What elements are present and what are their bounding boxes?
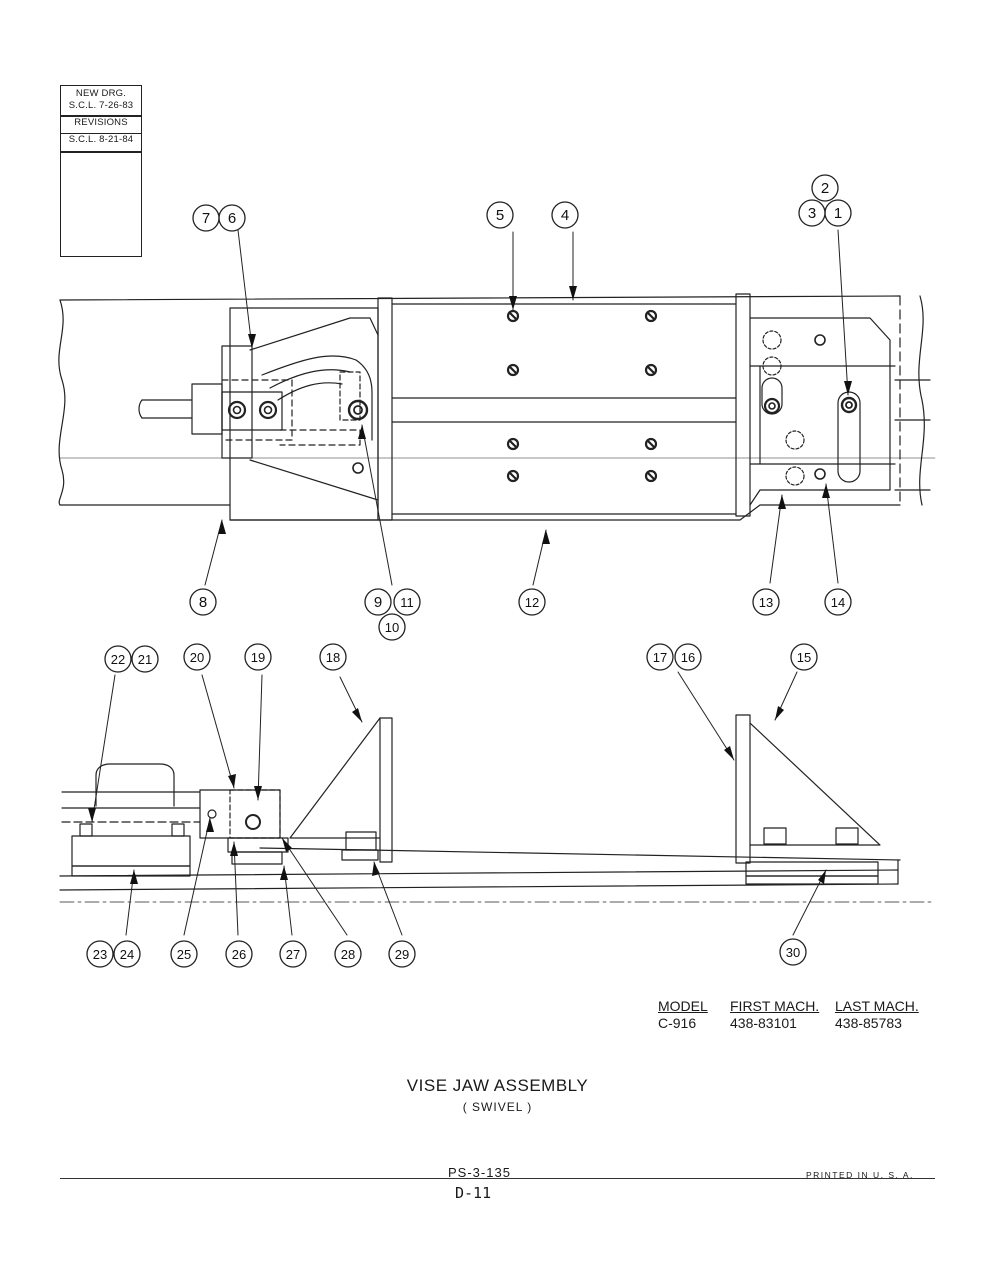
- callout-label: 16: [681, 650, 695, 665]
- callout-21: 21: [131, 645, 159, 673]
- last-mach-value: 438-85783: [835, 1015, 902, 1031]
- callout-16: 16: [674, 643, 702, 671]
- callout-19: 19: [244, 643, 272, 671]
- model-header: MODEL: [658, 998, 708, 1014]
- drawing-title: VISE JAW ASSEMBLY: [406, 1076, 589, 1095]
- model-value: C-916: [658, 1015, 697, 1031]
- callout-label: 9: [374, 594, 382, 611]
- callout-29: 29: [388, 940, 416, 968]
- last-mach-column: LAST MACH. 438-85783: [835, 998, 919, 1031]
- revision-blank-cell: [61, 151, 141, 261]
- callout-label: 27: [286, 947, 300, 962]
- first-mach-value: 438-83101: [730, 1015, 797, 1031]
- page-number: PS-3-135: [448, 1165, 511, 1180]
- callout-label: 5: [496, 207, 504, 224]
- callout-10: 10: [378, 613, 406, 641]
- callout-label: 15: [797, 650, 811, 665]
- callout-27: 27: [279, 940, 307, 968]
- callout-label: 6: [228, 210, 236, 227]
- callout-22: 22: [104, 645, 132, 673]
- callout-14: 14: [824, 588, 852, 616]
- callout-label: 29: [395, 947, 409, 962]
- callout-3: 3: [798, 199, 826, 227]
- callout-label: 17: [653, 650, 667, 665]
- callout-2: 2: [811, 174, 839, 202]
- leader-lines: [91, 229, 849, 936]
- sheet-id: D-11: [455, 1184, 492, 1202]
- callout-label: 10: [385, 620, 399, 635]
- callout-label: 3: [808, 205, 816, 222]
- callout-28: 28: [334, 940, 362, 968]
- elevation-view: [59, 714, 936, 903]
- callout-1: 1: [824, 199, 852, 227]
- callout-label: 23: [93, 947, 107, 962]
- callout-label: 26: [232, 947, 246, 962]
- callout-6: 6: [218, 204, 246, 232]
- callout-label: 12: [525, 595, 539, 610]
- callout-label: 18: [326, 650, 340, 665]
- revisions-label: REVISIONS: [61, 115, 141, 133]
- footer-rule: [60, 1178, 935, 1179]
- callout-label: 30: [786, 945, 800, 960]
- callout-25: 25: [170, 940, 198, 968]
- callout-label: 14: [831, 595, 845, 610]
- callout-24: 24: [113, 940, 141, 968]
- printed-note: PRINTED IN U. S. A.: [806, 1170, 914, 1180]
- revision-block: NEW DRG. S.C.L. 7-26-83 REVISIONS S.C.L.…: [60, 85, 142, 257]
- callout-label: 19: [251, 650, 265, 665]
- leader-arrowheads: [88, 286, 852, 884]
- callout-15: 15: [790, 643, 818, 671]
- callout-label: 7: [202, 210, 210, 227]
- callout-label: 2: [821, 180, 829, 197]
- callout-20: 20: [183, 643, 211, 671]
- callout-7: 7: [192, 204, 220, 232]
- callout-label: 8: [199, 594, 207, 611]
- callout-30: 30: [779, 938, 807, 966]
- callout-18: 18: [319, 643, 347, 671]
- callout-label: 28: [341, 947, 355, 962]
- callout-4: 4: [551, 201, 579, 229]
- new-drawing-label: NEW DRG.: [75, 88, 127, 99]
- callout-label: 20: [190, 650, 204, 665]
- callout-label: 11: [400, 595, 414, 610]
- callout-9: 9: [364, 588, 392, 616]
- callout-label: 24: [120, 947, 134, 962]
- callout-13: 13: [752, 588, 780, 616]
- callout-26: 26: [225, 940, 253, 968]
- callout-5: 5: [486, 201, 514, 229]
- callout-label: 21: [138, 652, 152, 667]
- callout-label: 1: [834, 205, 842, 222]
- new-drawing-cell: NEW DRG. S.C.L. 7-26-83: [61, 85, 141, 115]
- first-mach-column: FIRST MACH. 438-83101: [730, 998, 819, 1031]
- callout-label: 22: [111, 652, 125, 667]
- model-column: MODEL C-916: [658, 998, 708, 1031]
- new-drawing-date: S.C.L. 7-26-83: [68, 100, 134, 111]
- plan-view: [58, 293, 936, 521]
- callout-label: 4: [561, 207, 569, 224]
- callout-8: 8: [189, 588, 217, 616]
- last-mach-header: LAST MACH.: [835, 998, 919, 1014]
- callout-label: 25: [177, 947, 191, 962]
- callout-17: 17: [646, 643, 674, 671]
- callout-label: 13: [759, 595, 773, 610]
- revision-entry: S.C.L. 8-21-84: [61, 133, 141, 151]
- callout-23: 23: [86, 940, 114, 968]
- callout-11: 11: [393, 588, 421, 616]
- drawing-subtitle: ( SWIVEL ): [462, 1100, 533, 1114]
- first-mach-header: FIRST MACH.: [730, 998, 820, 1014]
- callout-12: 12: [518, 588, 546, 616]
